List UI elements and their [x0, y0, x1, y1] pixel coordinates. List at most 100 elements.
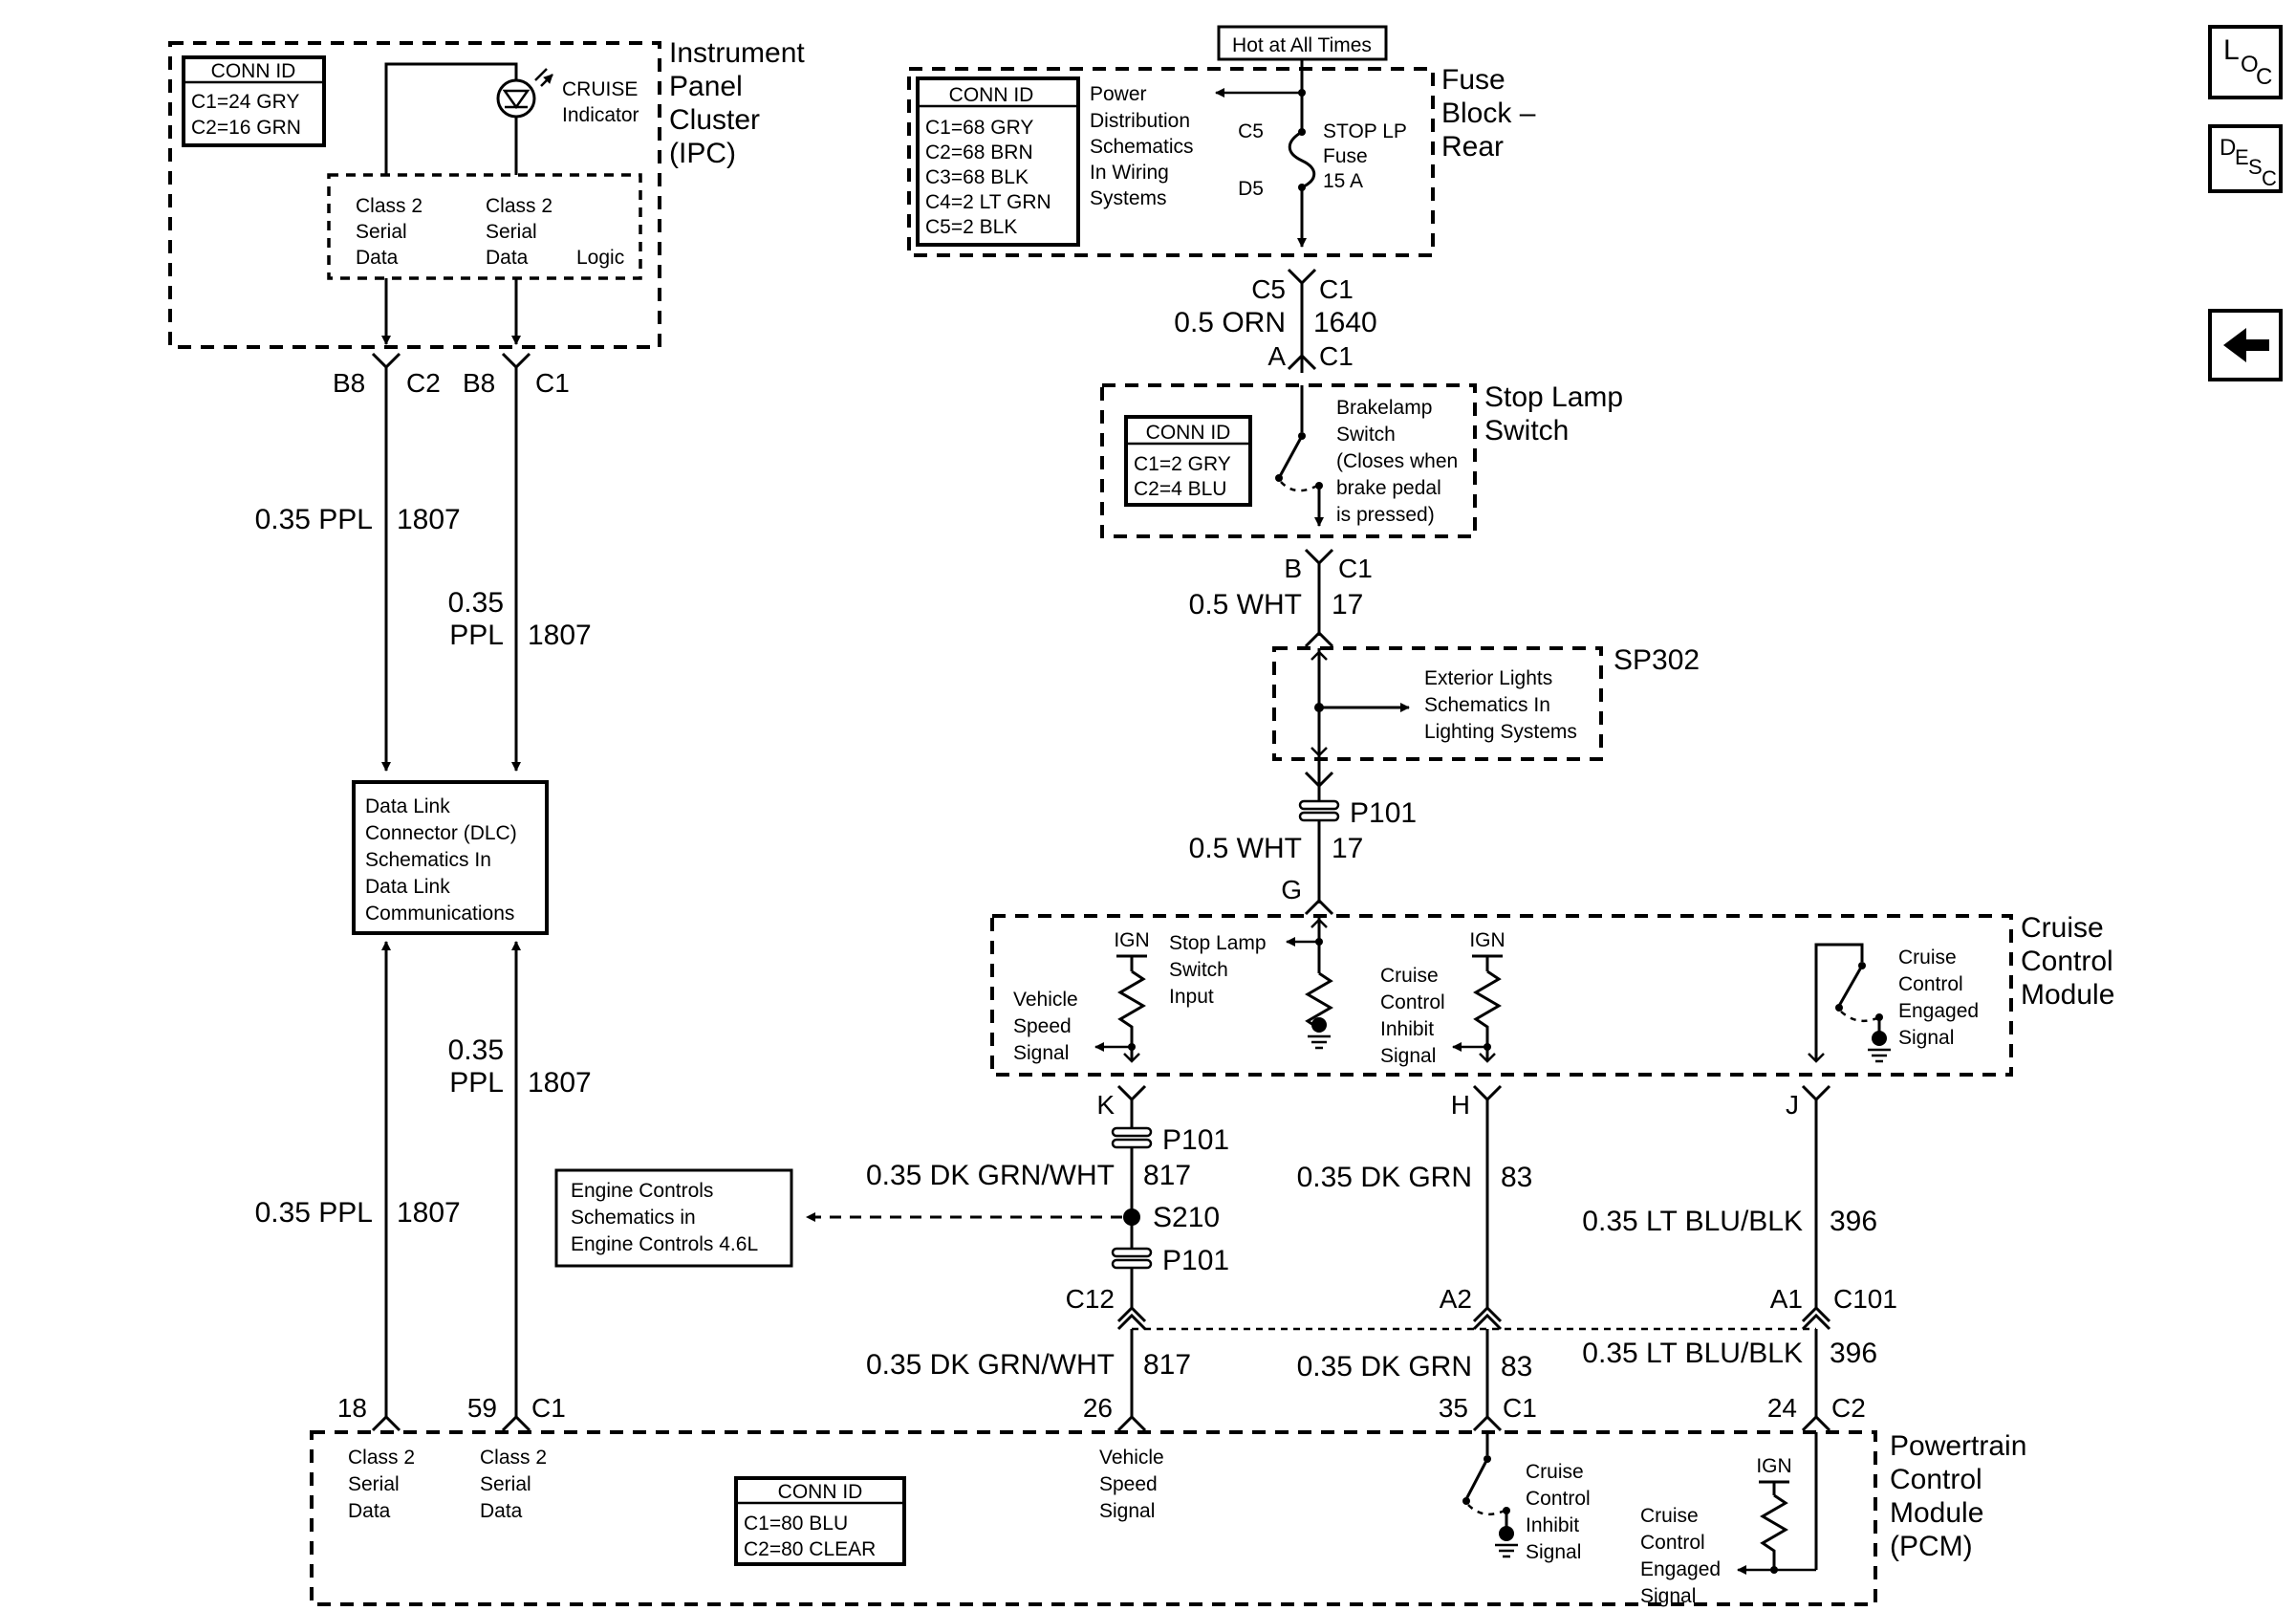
pcm-pin-26: 26	[1083, 1393, 1113, 1423]
ipc-sd1-label-2: Serial	[356, 221, 407, 243]
ipc-sd2-label-1: Class 2	[486, 195, 552, 217]
wire-83-gauge-lower: 0.35 DK GRN	[1297, 1351, 1472, 1382]
pcm-conn-id-box: CONN ID C1=80 BLU C2=80 CLEAR	[734, 1476, 906, 1566]
wire-17-gauge-upper: 0.5 WHT	[1189, 589, 1302, 620]
brakelamp-switch-blade	[1277, 435, 1304, 479]
fuse-out-pin-c5: C5	[1251, 274, 1286, 304]
desc-letter-c: C	[2262, 166, 2277, 190]
ipc-logic-block: Class 2 Serial Data Class 2 Serial Data …	[327, 173, 642, 280]
exterior-lights-ref-2: Schematics In	[1424, 694, 1550, 716]
wire-1807-circuit-lower-left: 1807	[397, 1197, 461, 1229]
cruise-indicator-label-2: Indicator	[562, 104, 639, 126]
ccm-cce-label-4: Signal	[1898, 1027, 1954, 1049]
pcm-title-4: (PCM)	[1890, 1531, 1973, 1562]
back-button[interactable]	[2208, 309, 2283, 381]
wire-17-lower: 0.5 WHT 17 G	[1189, 820, 1363, 916]
ground-dot-icon	[1311, 1017, 1327, 1033]
ipc-logic-label: Logic	[576, 247, 624, 269]
fuse-label-2: Fuse	[1323, 145, 1368, 167]
wire-83-circuit-lower: 83	[1501, 1351, 1532, 1382]
pcm-conn-c1-a: C1	[531, 1393, 566, 1423]
exterior-lights-ref-3: Lighting Systems	[1424, 721, 1577, 743]
led-icon	[502, 89, 531, 110]
ground-icon	[1308, 1034, 1331, 1050]
stop-switch-conn-c1-in: C1	[1319, 341, 1354, 371]
pullup-resistor-icon-1	[1117, 969, 1146, 1061]
ipc-title-1: Instrument	[669, 37, 805, 69]
ccm-cci-label-4: Signal	[1380, 1045, 1436, 1067]
stop-switch-conn-c1-out: C1	[1338, 554, 1373, 583]
p101-connector-a: P101	[1298, 759, 1417, 829]
pcm-cci-label-4: Signal	[1526, 1541, 1581, 1563]
fuse-conn-c4: C4=2 LT GRN	[925, 191, 1051, 213]
ipc-title-2: Panel	[669, 71, 743, 102]
ccm-title-3: Module	[2021, 979, 2114, 1011]
wire-1640-circuit: 1640	[1313, 307, 1377, 338]
pcm-sd2-label-2: Serial	[480, 1473, 531, 1495]
c101-pin-c12: C12	[1066, 1284, 1115, 1314]
fuse-block-title-2: Block –	[1441, 98, 1536, 129]
stop-lamp-input-label-2: Switch	[1169, 959, 1228, 981]
ipc-module: Instrument Panel Cluster (IPC) CONN ID C…	[168, 37, 805, 398]
wire-817-circuit-upper: 817	[1143, 1160, 1191, 1191]
cruise-indicator: CRUISE Indicator	[384, 62, 639, 175]
wire-1640-gauge: 0.5 ORN	[1174, 307, 1286, 338]
ipc-sd2-label-3: Data	[486, 247, 529, 269]
pcm-cce-label-4: Signal	[1640, 1585, 1696, 1607]
s210-label: S210	[1153, 1202, 1220, 1233]
loc-button[interactable]: L O C	[2208, 25, 2283, 99]
brakelamp-desc-3: (Closes when	[1336, 450, 1458, 472]
loc-letter-l: L	[2223, 34, 2240, 66]
ccm-vss-label-2: Speed	[1013, 1015, 1072, 1037]
wire-1807-gauge-upper-left: 0.35 PPL	[255, 504, 373, 535]
brakelamp-desc-4: brake pedal	[1336, 477, 1441, 499]
pcm-pin-18: 18	[337, 1393, 367, 1423]
exterior-lights-reference[interactable]: Exterior Lights Schematics In Lighting S…	[1424, 667, 1577, 743]
pcm-ign-label: IGN	[1756, 1455, 1791, 1477]
ccm-vss-label-1: Vehicle	[1013, 989, 1078, 1011]
ccm-cce-label-3: Engaged	[1898, 1000, 1979, 1022]
ccm-cci-label-2: Control	[1380, 991, 1445, 1013]
s210-splice-dot	[1123, 1208, 1140, 1226]
pcm-sd2-label-1: Class 2	[480, 1447, 547, 1469]
class2-wires: 0.35 PPL 1807 0.35 PPL 1807 0.35 PPL 180…	[255, 367, 592, 1419]
wire-1807-gauge-lower-right-1: 0.35	[448, 1034, 504, 1066]
pcm-title-3: Module	[1890, 1497, 1983, 1529]
pcm-title-1: Powertrain	[1890, 1430, 2026, 1462]
power-dist-ref-5: Systems	[1090, 187, 1167, 209]
stop-switch-title-1: Stop Lamp	[1484, 381, 1623, 413]
fuse-block-title-1: Fuse	[1441, 64, 1505, 96]
ccm-title-2: Control	[2021, 946, 2113, 977]
engine-controls-reference[interactable]: Engine Controls Schematics in Engine Con…	[554, 1168, 793, 1268]
ipc-title-3: Cluster	[669, 104, 760, 136]
ipc-sd1-label-1: Class 2	[356, 195, 422, 217]
wire-17-gauge-lower: 0.5 WHT	[1189, 833, 1302, 864]
fuse-label-1: STOP LP	[1323, 120, 1407, 142]
pcm-pin-59: 59	[467, 1393, 497, 1423]
ipc-conn-id-title: CONN ID	[211, 60, 296, 82]
dlc-label-1: Data Link	[365, 795, 450, 817]
stop-switch-conn-c2: C2=4 BLU	[1134, 478, 1226, 500]
wire-83-gauge-upper: 0.35 DK GRN	[1297, 1162, 1472, 1193]
desc-button[interactable]: D E S C	[2208, 124, 2283, 193]
wire-1807-circuit-upper-left: 1807	[397, 504, 461, 535]
dlc-label-5: Communications	[365, 903, 514, 925]
stop-lamp-input-label-1: Stop Lamp	[1169, 932, 1267, 954]
dlc-reference-box[interactable]: Data Link Connector (DLC) Schematics In …	[352, 780, 549, 935]
engine-ref-3: Engine Controls 4.6L	[571, 1233, 758, 1255]
ground-icon-2	[1868, 1048, 1891, 1063]
wire-17-circuit-lower: 17	[1332, 833, 1363, 864]
power-distribution-reference[interactable]: Power Distribution Schematics In Wiring …	[1090, 83, 1194, 209]
pcm-inhibit-switch-blade	[1464, 1458, 1489, 1500]
ccm-cce-label-1: Cruise	[1898, 947, 1957, 969]
pcm-vss-label-1: Vehicle	[1099, 1447, 1164, 1469]
ipc-sd1-label-3: Data	[356, 247, 399, 269]
fuse-conn-id-title: CONN ID	[949, 84, 1034, 106]
fuse-pin-d5: D5	[1238, 178, 1264, 200]
ccm-ign-label-1: IGN	[1114, 929, 1149, 951]
wire-1807-gauge-lower-left: 0.35 PPL	[255, 1197, 373, 1229]
wire-817-gauge-upper: 0.35 DK GRN/WHT	[866, 1160, 1115, 1191]
brakelamp-desc-5: is pressed)	[1336, 504, 1435, 526]
fuse-conn-c1: C1=68 GRY	[925, 117, 1033, 139]
